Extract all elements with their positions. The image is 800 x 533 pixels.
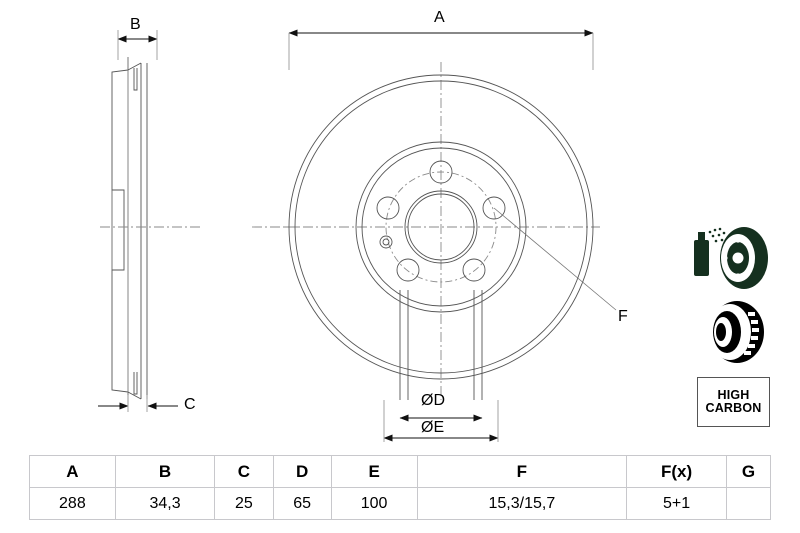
dimension-label-d-dia: ØD [421,392,445,409]
value-cell: 15,3/15,7 [416,487,628,520]
specification-table: A B C D E F F(x) G 288 34,3 25 65 100 15… [29,455,772,520]
dimension-label-e-dia: ØE [421,419,445,436]
header-cell: G [725,455,772,488]
header-cell: F [416,455,628,488]
vented-disc-icon [709,301,764,363]
value-cell: 65 [272,487,332,520]
header-cell: B [114,455,216,488]
centerlines [100,62,600,400]
value-cell [725,487,772,520]
front-disc-view [288,74,594,400]
header-cell: F(x) [626,455,727,488]
header-cell: D [272,455,332,488]
table-header-row: A B C D E F F(x) G [29,455,772,488]
value-cell: 288 [29,487,116,520]
coated-disc-spray-icon [694,227,768,289]
badge-line-1: HIGH [717,387,750,402]
badge-line-2: CARBON [705,401,762,415]
dimension-label-c: C [184,396,196,413]
header-cell: E [330,455,418,488]
header-cell: A [29,455,116,488]
value-cell: 34,3 [114,487,216,520]
dimension-label-a: A [434,9,445,26]
side-section-view [111,57,148,405]
dimension-label-b: B [130,16,141,33]
value-cell: 25 [214,487,274,520]
header-cell: C [214,455,274,488]
dimension-label-f: F [618,308,628,325]
value-cell: 100 [330,487,418,520]
f-leader-line [493,207,617,311]
table-value-row: 288 34,3 25 65 100 15,3/15,7 5+1 [29,487,772,520]
high-carbon-badge: HIGH CARBON [697,377,770,427]
dimension-lines [98,29,594,442]
value-cell: 5+1 [626,487,727,520]
